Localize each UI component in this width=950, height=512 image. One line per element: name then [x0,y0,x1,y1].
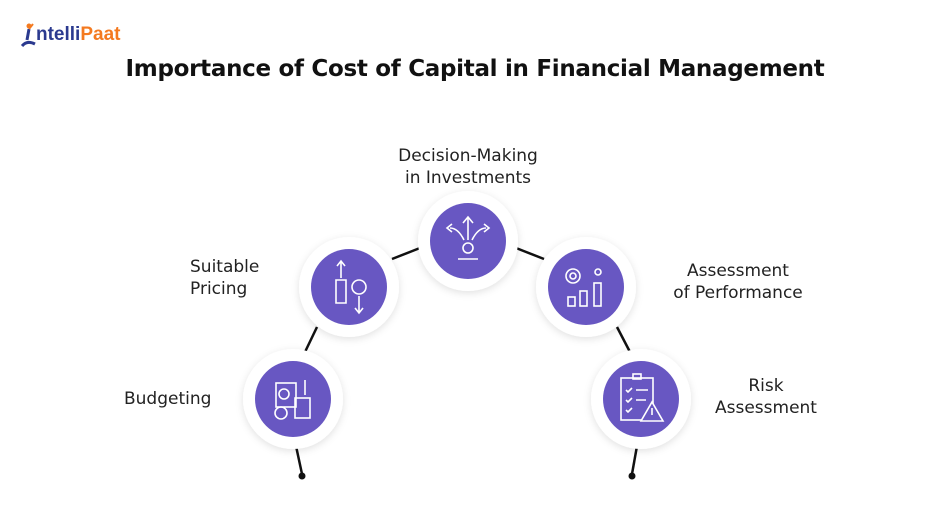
budget-calculator-icon [274,380,311,420]
risk-clipboard-icon [620,373,665,422]
node-decision-making [418,191,518,291]
label-line: Decision-Making [398,146,538,166]
label-budgeting: Budgeting [124,388,211,410]
node-risk-assessment [591,349,691,449]
label-line: Budgeting [124,389,212,409]
label-line: Pricing [190,279,248,299]
decision-arrows-icon [445,215,491,260]
page-title: Importance of Cost of Capital in Financi… [125,56,825,82]
label-line: in Investments [404,168,532,188]
node-suitable-pricing [299,237,399,337]
end-dot-right [628,472,636,480]
end-dot-left [298,472,306,480]
label-line: Assessment [715,398,817,418]
node-assessment-performance [536,237,636,337]
label-line: Risk [748,376,784,396]
label-line: of Performance [673,283,803,303]
node-budgeting [243,349,343,449]
connector-lines [294,246,639,475]
performance-chart-icon [565,268,602,307]
label-line: Suitable [190,257,260,277]
logo-text-paat: Paat [80,24,121,45]
logo-figure-icon [20,23,36,48]
price-tag-icon [335,259,367,315]
logo-text-intelli: ntelli [36,24,81,45]
label-line: Assessment [687,261,789,281]
